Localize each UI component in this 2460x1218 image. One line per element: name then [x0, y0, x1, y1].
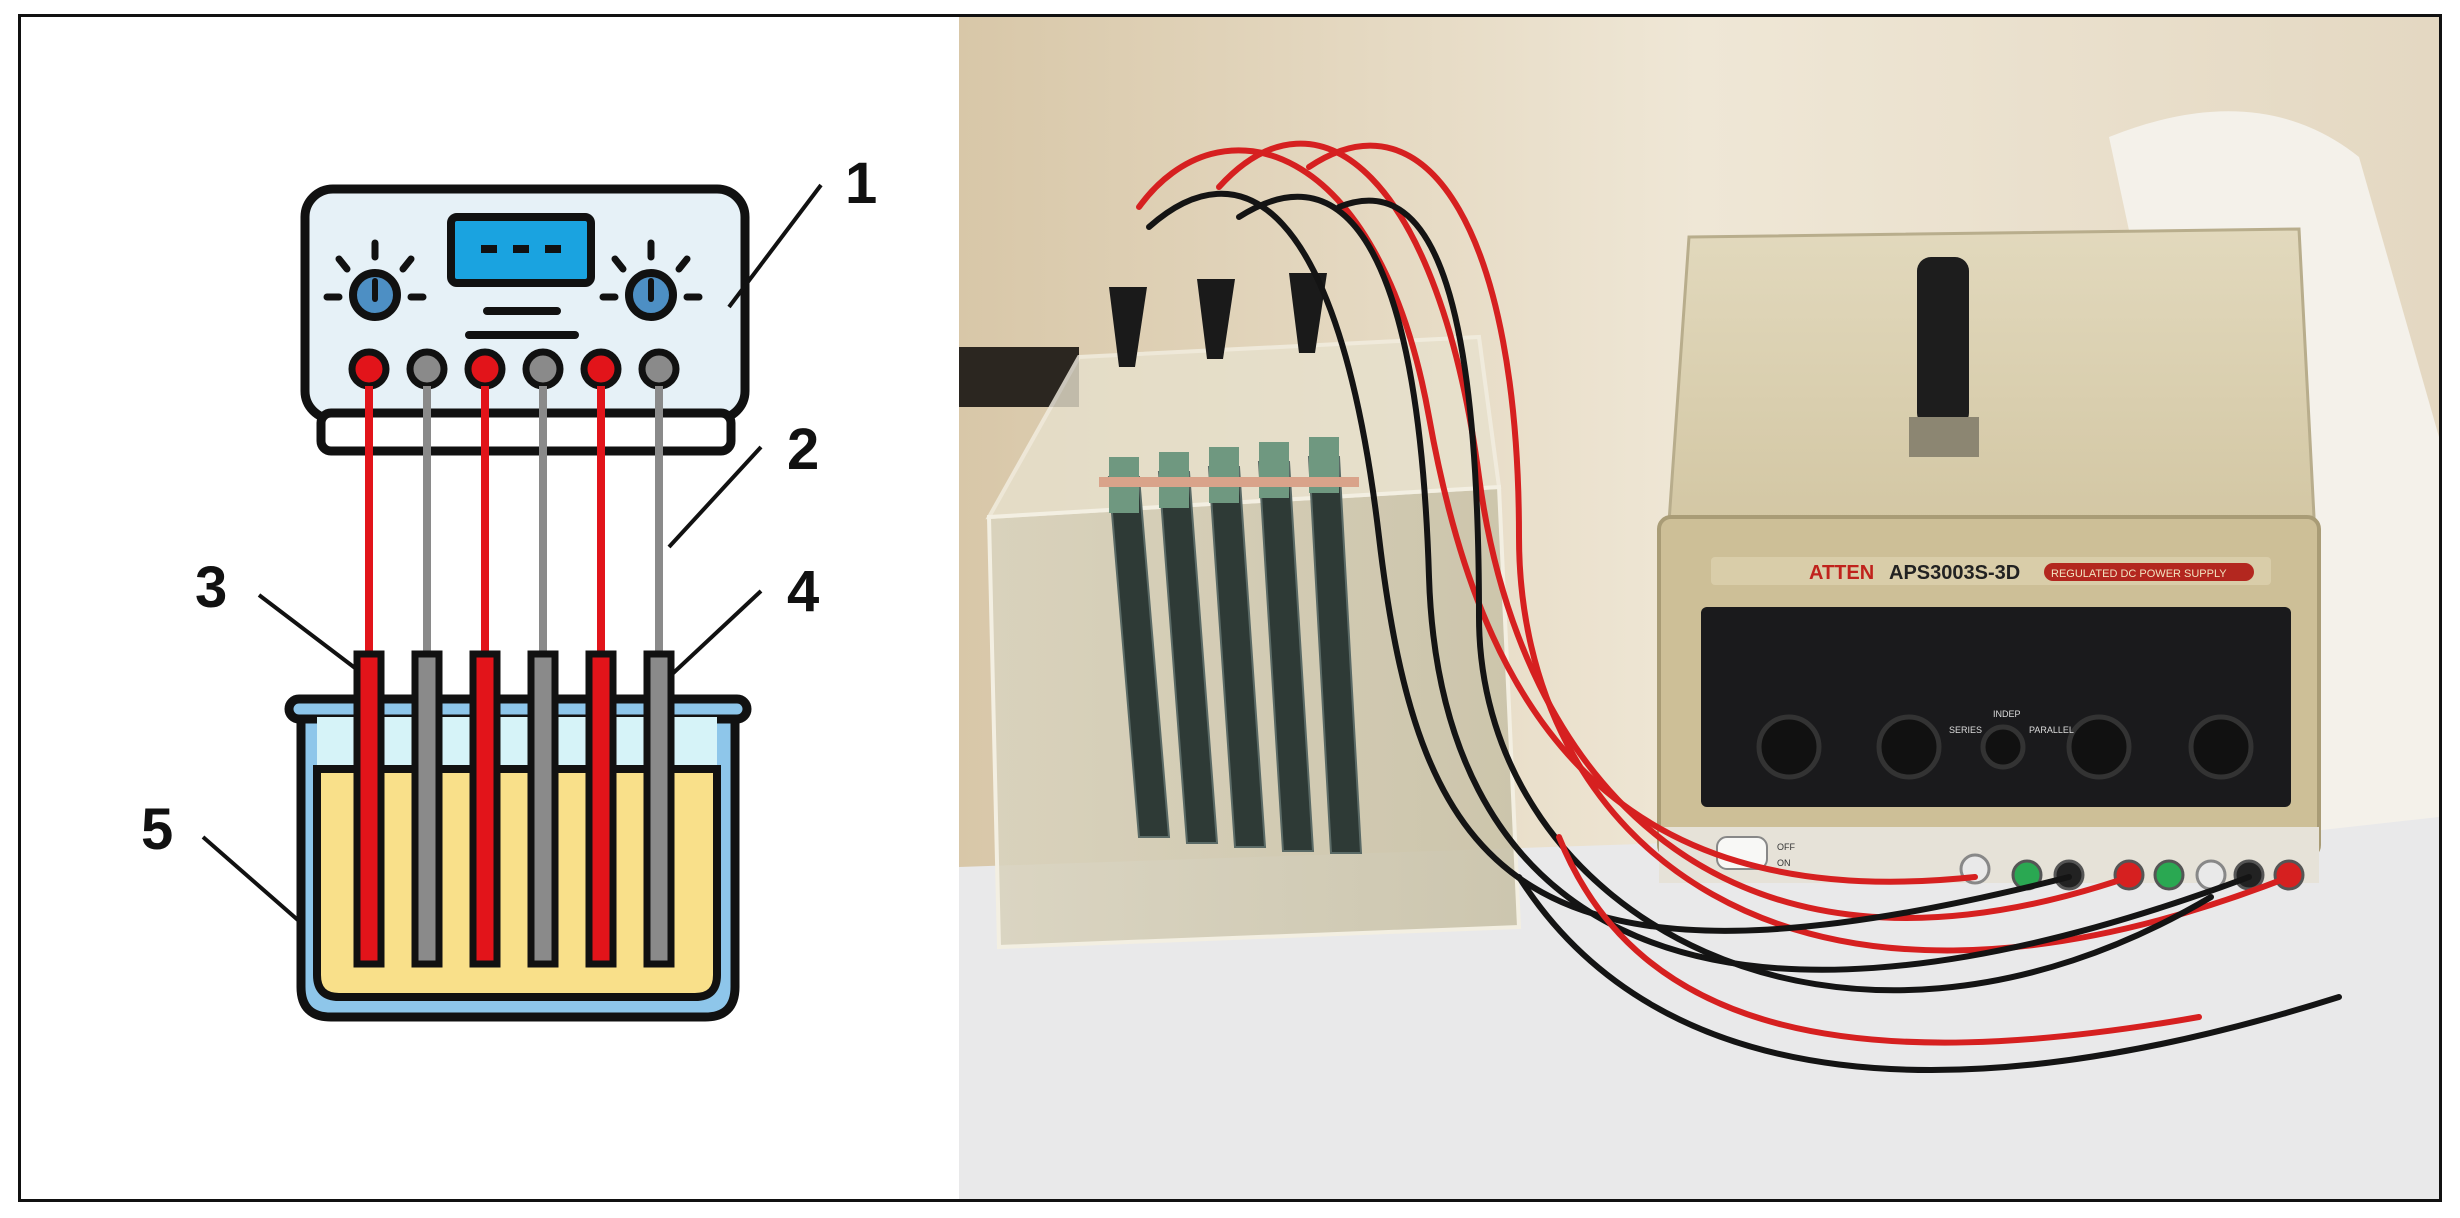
mode-series-label: SERIES: [1949, 725, 1982, 735]
knob-icon: [599, 239, 703, 321]
electrolytic-cell-icon: [284, 650, 752, 1022]
mode-indep-label: INDEP: [1993, 709, 2021, 719]
power-on-label: ON: [1777, 858, 1791, 868]
callout-4: 4: [787, 559, 819, 624]
electrolysis-schematic: 1 2 3 4 5: [141, 151, 877, 1022]
power-off-label: OFF: [1777, 842, 1795, 852]
cables: [1136, 140, 2342, 1073]
callout-2: 2: [787, 417, 819, 482]
mode-parallel-label: PARALLEL: [2029, 725, 2074, 735]
knob-icon: [323, 239, 427, 321]
callout-3: 3: [195, 555, 227, 620]
callout-1: 1: [845, 151, 877, 216]
model-label: APS3003S-3D: [1889, 562, 2020, 584]
power-supply-icon: [300, 184, 750, 456]
power-supply-photo: ATTEN APS3003S-3D REGULATED DC POWER SUP…: [1657, 227, 2321, 891]
callout-5: 5: [141, 797, 173, 862]
brand-label: ATTEN: [1809, 562, 1874, 584]
figure-frame: 1 2 3 4 5: [18, 14, 2442, 1202]
electrolytic-tank-photo: [985, 273, 1522, 950]
setup-photo: ATTEN APS3003S-3D REGULATED DC POWER SUP…: [959, 17, 2439, 1199]
connecting-wires: [365, 386, 663, 654]
subtitle-label: REGULATED DC POWER SUPPLY: [2051, 568, 2227, 580]
